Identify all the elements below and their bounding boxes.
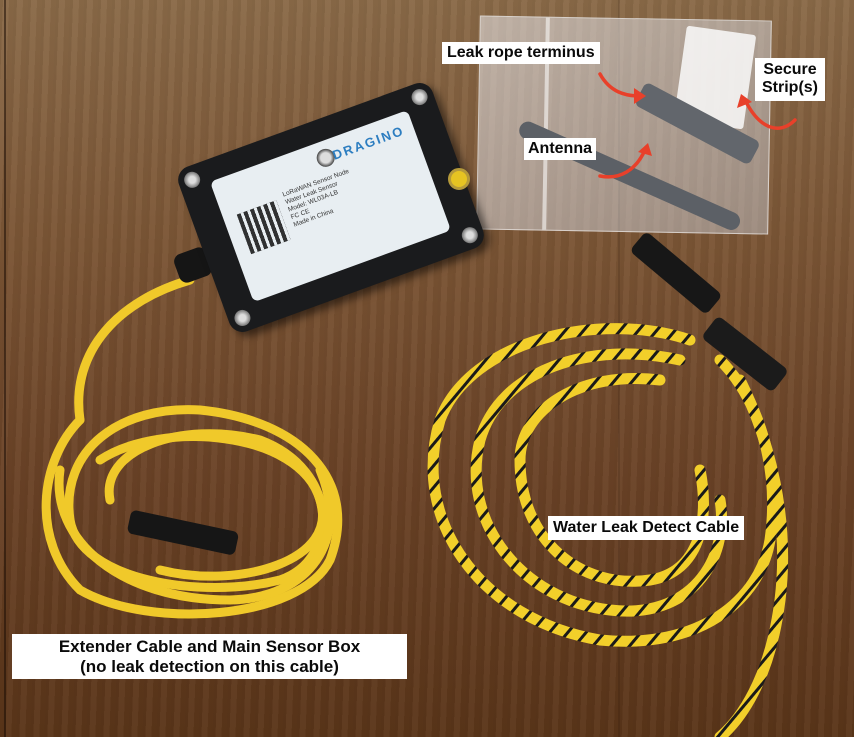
brand-logo: DRAGINO: [330, 122, 407, 163]
extender-connector: [127, 510, 239, 555]
caption-water-leak-cable: Water Leak Detect Cable: [548, 516, 745, 541]
leak-cable-connector-male: [703, 317, 787, 391]
arrow-secure-strip: [743, 98, 797, 130]
screw-icon: [409, 86, 430, 108]
caption-extender-cable: Extender Cable and Main Sensor Box (no l…: [12, 634, 407, 680]
arrow-antenna: [598, 148, 647, 179]
screw-icon: [181, 169, 203, 191]
extender-cable: [41, 275, 343, 619]
qr-code-icon: [236, 200, 291, 255]
screw-icon: [232, 307, 253, 329]
caption-antenna: Antenna: [524, 138, 596, 161]
antenna-connector: [448, 168, 470, 190]
caption-leak-rope-terminus: Leak rope terminus: [442, 42, 600, 65]
caption-secure-strips: Secure Strip(s): [755, 58, 825, 101]
screw-icon: [459, 224, 481, 246]
water-leak-detect-cable: [427, 323, 789, 737]
label-text: LoRaWAN Sensor Node Water Leak Sensor Mo…: [281, 167, 351, 229]
table-seam: [4, 0, 6, 737]
leak-cable-connector-female: [631, 233, 721, 313]
table-seam: [618, 0, 620, 737]
